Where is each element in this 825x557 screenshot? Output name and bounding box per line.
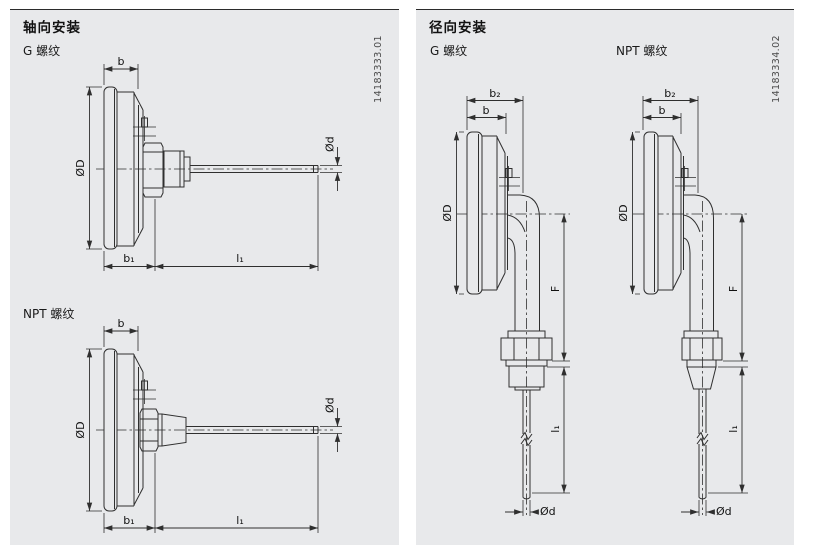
dim-label-phi-D: ØD: [74, 421, 87, 438]
dim-F: F: [723, 214, 748, 362]
dim-b: b: [103, 55, 139, 89]
dim-l1: l₁: [532, 366, 570, 494]
elbow-and-neck: [507, 194, 540, 331]
dial-case: [117, 353, 144, 507]
dim-label-phi-D: ØD: [617, 204, 630, 221]
g-thread-connector: [163, 150, 191, 188]
radial-npt-thread-label: NPT 螺纹: [616, 44, 668, 58]
radial-g-thread-label: G 螺纹: [430, 44, 468, 58]
dim-phi-D: ØD: [617, 131, 640, 295]
elbow-and-neck: [683, 194, 714, 331]
dial-bezel: [103, 86, 118, 250]
radial-npt-drawing: b₂ b ØD F l₁: [617, 87, 748, 518]
dim-label-l1: l₁: [236, 252, 243, 265]
stem: [696, 389, 709, 500]
adjustment-screw: [133, 379, 156, 404]
dim-label-phi-d: Ød: [540, 505, 556, 518]
adjustment-screw: [499, 166, 520, 191]
dim-b1-l1: b₁ l₁: [103, 175, 319, 271]
stem: [190, 165, 319, 173]
axial-g-thread-label: G 螺纹: [23, 44, 61, 58]
stem: [186, 426, 319, 434]
dim-label-b: b: [118, 317, 125, 330]
dim-phi-d: Ød: [320, 397, 342, 452]
dim-b: b: [103, 317, 139, 351]
adjustment-screw: [675, 166, 696, 191]
axial-drawings-svg: b ØD b₁ l₁ Ød: [74, 55, 342, 533]
dim-label-b2: b₂: [489, 87, 500, 100]
dial-case: [117, 91, 144, 247]
dim-label-b1: b₁: [123, 514, 134, 527]
npt-thread-connector: [157, 413, 187, 447]
dial-bezel: [466, 131, 483, 295]
dim-label-l1: l₁: [236, 514, 243, 527]
dim-phi-d: Ød: [320, 136, 342, 191]
break-symbol: [696, 431, 709, 447]
break-symbol: [520, 431, 533, 447]
dim-F: F: [549, 214, 570, 362]
stem: [520, 390, 533, 500]
panel-radial-mounting: 径向安装 G 螺纹 NPT 螺纹 14183334.02: [416, 9, 794, 545]
g-thread-connector: [505, 359, 548, 391]
dim-label-phi-d: Ød: [324, 397, 337, 413]
dim-phi-d: Ød: [505, 500, 556, 518]
dim-label-b: b: [483, 104, 490, 117]
dim-b: b: [643, 104, 682, 134]
dim-label-b1: b₁: [123, 252, 134, 265]
neck-collar: [683, 330, 719, 339]
panel-radial-title: 径向安装: [429, 20, 487, 36]
dim-label-l1: l₁: [727, 425, 740, 432]
dim-b: b: [467, 104, 507, 134]
panel-axial-title: 轴向安装: [23, 20, 81, 36]
dim-phi-D: ØD: [74, 348, 102, 512]
dial-bezel: [643, 131, 659, 295]
dim-label-l1: l₁: [549, 425, 562, 432]
dial-case: [482, 135, 508, 291]
dim-phi-D: ØD: [74, 86, 102, 250]
hex-nut: [681, 337, 723, 361]
dial-bezel: [103, 348, 118, 512]
axial-g-drawing: b ØD b₁ l₁ Ød: [74, 55, 342, 271]
dim-b2: b₂: [466, 87, 524, 193]
hex-nut: [139, 408, 159, 452]
dim-label-phi-D: ØD: [441, 204, 454, 221]
axial-npt-thread-label: NPT 螺纹: [23, 307, 75, 321]
dim-phi-D: ØD: [441, 131, 464, 295]
dim-label-phi-D: ØD: [74, 159, 87, 176]
hex-nut: [500, 337, 553, 361]
dim-phi-d: Ød: [681, 500, 732, 518]
radial-drawings-svg: b₂ b ØD F l₁: [441, 87, 748, 518]
hex-nut: [142, 142, 164, 198]
dim-label-F: F: [727, 286, 740, 292]
dim-label-phi-d: Ød: [324, 136, 337, 152]
axial-npt-drawing: b ØD b₁ l₁ Ød: [74, 317, 342, 533]
adjustment-screw: [133, 116, 156, 141]
dim-l1: l₁: [708, 366, 748, 494]
dim-b2: b₂: [642, 87, 699, 193]
dim-label-phi-d: Ød: [716, 505, 732, 518]
dim-label-b: b: [659, 104, 666, 117]
dial-case: [658, 135, 684, 291]
dim-label-F: F: [549, 286, 562, 292]
dim-b1-l1: b₁ l₁: [103, 436, 319, 533]
radial-g-drawing: b₂ b ØD F l₁: [441, 87, 570, 518]
panel-axial-mounting: 轴向安装 G 螺纹 NPT 螺纹 14183333.01: [10, 9, 399, 545]
dim-label-b: b: [118, 55, 125, 68]
npt-thread-connector: [686, 359, 717, 390]
dim-label-b2: b₂: [664, 87, 675, 100]
